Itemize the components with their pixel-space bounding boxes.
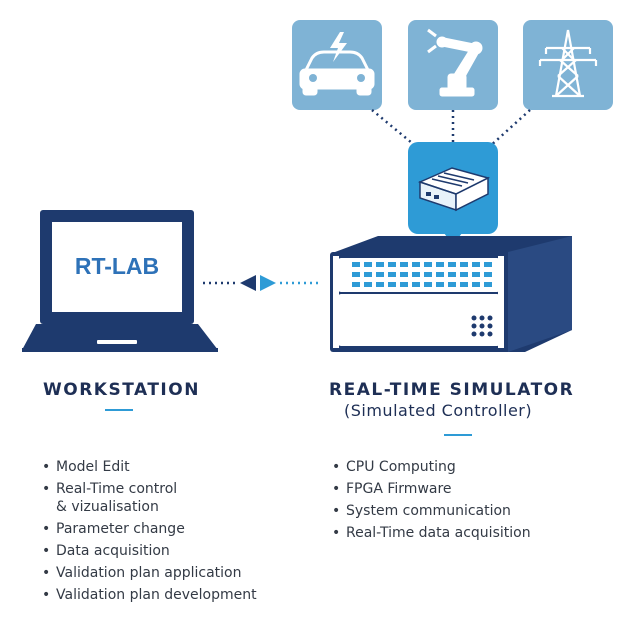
simulator-chassis: [330, 236, 572, 352]
workstation-simulator-link: [203, 275, 318, 291]
port-grid: [471, 315, 493, 337]
simulator-feature-list: CPU Computing FPGA Firmware System commu…: [332, 458, 612, 546]
list-item: Real-Time data acquisition: [332, 524, 612, 542]
list-item: Validation plan development: [42, 586, 302, 604]
list-item: Validation plan application: [42, 564, 302, 582]
list-item: Real-Time control& vizualisation: [42, 480, 302, 516]
list-item: Data acquisition: [42, 542, 302, 560]
controller-callout: [408, 142, 498, 245]
electric-car-icon: [299, 32, 375, 96]
list-item-continuation: & vizualisation: [56, 499, 159, 515]
list-item: Model Edit: [42, 458, 302, 476]
robot-arm-icon: [427, 28, 483, 97]
arrow-left-icon: [240, 275, 256, 291]
list-item: Parameter change: [42, 520, 302, 538]
workstation-feature-list: Model Edit Real-Time control& vizualisat…: [42, 458, 302, 608]
workstation-title: WORKSTATION: [43, 380, 200, 400]
list-item: System communication: [332, 502, 612, 520]
workstation-title-rule: [105, 409, 133, 411]
list-item: CPU Computing: [332, 458, 612, 476]
tile-connectors: [371, 109, 531, 149]
workstation-screen-label: RT-LAB: [75, 253, 159, 279]
device-tile-car: [292, 20, 382, 110]
simulator-title-rule: [444, 434, 472, 436]
arrow-right-icon: [260, 275, 276, 291]
simulator-subtitle: (Simulated Controller): [344, 401, 533, 420]
power-pylon-icon: [538, 29, 598, 98]
controller-box-icon: [417, 167, 491, 212]
device-tile-robot: [408, 20, 498, 110]
device-tile-pylon: [523, 20, 613, 110]
workstation-laptop: RT-LAB: [22, 210, 218, 352]
vent-grid: [352, 262, 492, 287]
list-item: FPGA Firmware: [332, 480, 612, 498]
simulator-title: REAL-TIME SIMULATOR: [329, 380, 575, 400]
